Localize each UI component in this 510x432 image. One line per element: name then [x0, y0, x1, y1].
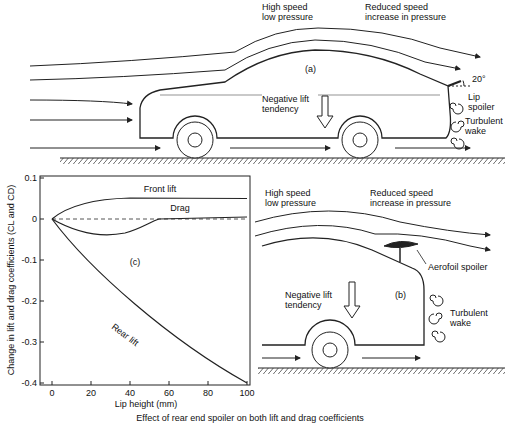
streamline: [255, 211, 490, 235]
series-label: Front lift: [144, 184, 177, 194]
wheel: [342, 122, 378, 158]
axis-tick-label: 20: [86, 388, 96, 398]
ground-hatch: [258, 368, 505, 374]
streamline: [255, 225, 490, 250]
drag-curve: [52, 217, 247, 235]
wake-swirl: [429, 313, 442, 324]
hub: [188, 133, 202, 147]
axis-tick-label: -0.1: [21, 255, 37, 265]
chart-frame: [40, 176, 250, 385]
figure-caption: Effect of rear end spoiler on both lift …: [136, 413, 363, 423]
wake-swirl: [451, 138, 464, 149]
streamline: [30, 100, 132, 104]
axis-title: Change in lift and drag coefficients (CL…: [6, 185, 16, 376]
streamline: [262, 358, 300, 359]
panel-label: (b): [395, 290, 406, 300]
flow-label: Reduced speed increase in pressure: [365, 2, 457, 23]
flow-label: Turbulent wake: [450, 308, 492, 329]
wheel: [312, 332, 348, 368]
streamline: [395, 148, 470, 149]
reference-line: [448, 86, 470, 87]
force-label: Negative lift tendency: [285, 290, 341, 311]
wake-swirl: [450, 103, 463, 114]
wake-swirl: [451, 121, 464, 132]
series-label: Rear lift: [110, 322, 141, 349]
axis-ticks: [40, 178, 247, 385]
angle-arc: [463, 81, 464, 86]
streamline: [30, 28, 480, 66]
panel-label: (c): [130, 257, 141, 267]
flow-label: High speed low pressure: [262, 2, 320, 23]
part-label: Aerofoil spoiler: [428, 262, 488, 272]
wake-swirl: [430, 295, 443, 306]
wake-swirl: [432, 331, 445, 342]
hub: [353, 133, 367, 147]
flow-label: Reduced speed increase in pressure: [370, 188, 462, 209]
axis-tick-label: 40: [125, 388, 135, 398]
wheel: [177, 122, 213, 158]
streamline: [362, 358, 420, 359]
lift-arrow: [344, 282, 360, 318]
force-label: Negative lift tendency: [262, 94, 318, 115]
series-label: Drag: [170, 203, 190, 213]
part-label: Lip spoiler: [468, 92, 506, 113]
axis-tick-label: -0.3: [21, 337, 37, 347]
ground-line: [60, 158, 505, 159]
axis-tick-label: 0.1: [24, 173, 37, 183]
front-lift-curve: [52, 198, 247, 219]
axis-tick-label: 0: [32, 214, 37, 224]
axis-title: Lip height (mm): [115, 399, 178, 409]
angle-label: 20°: [472, 74, 486, 84]
ground-line: [258, 368, 505, 369]
flow-label: High speed low pressure: [265, 188, 323, 209]
axis-tick-label: 100: [239, 388, 254, 398]
ground-hatch: [60, 158, 505, 164]
flow-label: Turbulent wake: [465, 116, 507, 137]
streamline: [230, 148, 330, 149]
leader-line: [417, 250, 426, 264]
lip-spoiler: [448, 81, 461, 86]
streamline: [30, 148, 160, 149]
aerofoil-spoiler: [384, 241, 418, 247]
axis-tick-label: -0.4: [21, 378, 37, 388]
axis-tick-label: 60: [164, 388, 174, 398]
panel-label: (a): [305, 64, 316, 74]
zero-line: [52, 219, 247, 220]
streamline: [30, 120, 132, 121]
car-body: [262, 238, 424, 345]
axis-tick-label: 80: [203, 388, 213, 398]
axis-tick-label: -0.2: [21, 296, 37, 306]
spoiler-post: [399, 248, 401, 262]
hub: [323, 343, 337, 357]
rear-lift-curve: [52, 219, 247, 383]
axis-tick-label: 0: [49, 388, 54, 398]
lift-arrow: [317, 96, 333, 128]
